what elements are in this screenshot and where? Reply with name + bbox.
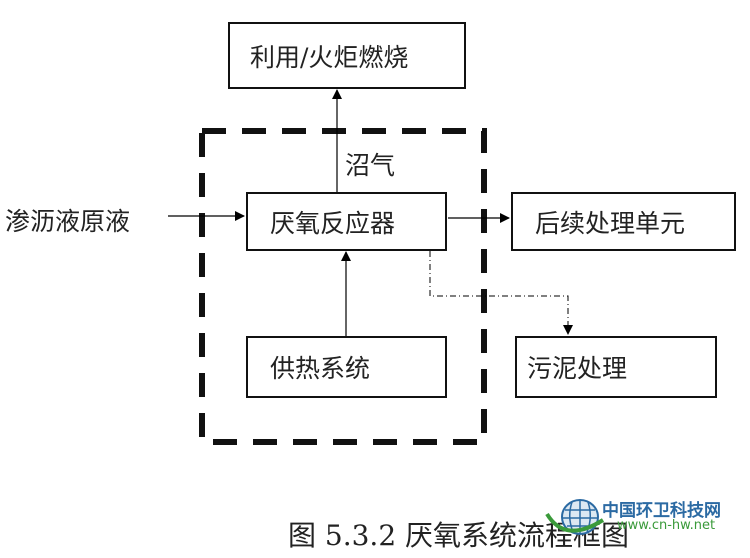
heating-label: 供热系统 <box>270 354 371 383</box>
input-label: 渗沥液原液 <box>5 207 131 236</box>
heating-box: 供热系统 <box>246 336 447 398</box>
sludge-box: 污泥处理 <box>515 336 717 398</box>
sludge-label: 污泥处理 <box>527 354 628 383</box>
utilization-box: 利用/火炬燃烧 <box>228 22 466 89</box>
biogas-label: 沼气 <box>345 151 396 180</box>
reactor-label: 厌氧反应器 <box>270 208 396 238</box>
watermark-name: 中国环卫科技网 <box>602 501 721 521</box>
utilization-label: 利用/火炬燃烧 <box>250 42 409 72</box>
reactor-box: 厌氧反应器 <box>246 192 447 251</box>
system-boundary-dashed <box>199 128 487 445</box>
globe-icon <box>545 499 605 535</box>
watermark-url: www.cn-hw.net <box>617 518 716 533</box>
watermark-logo: 中国环卫科技网 www.cn-hw.net <box>545 492 750 542</box>
post-treatment-box: 后续处理单元 <box>511 192 736 251</box>
arrow-reactor-to-sludge <box>429 251 573 335</box>
post-treatment-label: 后续处理单元 <box>535 208 686 238</box>
